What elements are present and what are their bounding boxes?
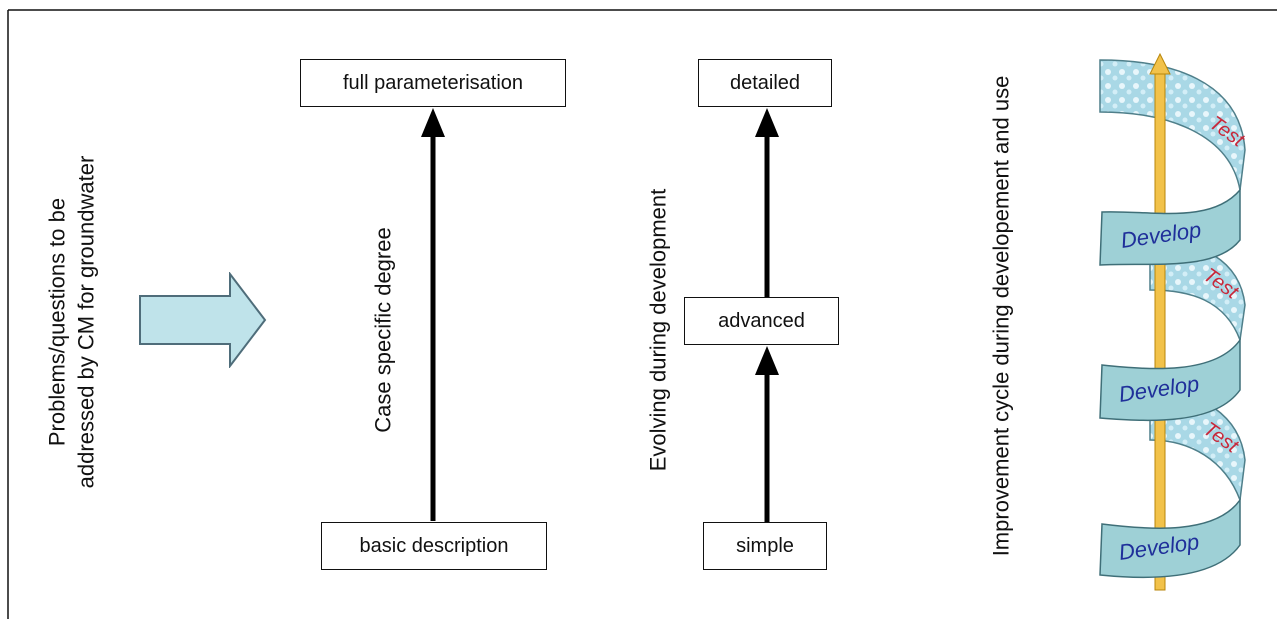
detailed-text: detailed <box>729 71 801 94</box>
pole <box>1154 69 1166 591</box>
problems-label: Problems/questions to be addressed by CM… <box>43 156 100 489</box>
block-arrow-shape <box>139 272 267 368</box>
simple-text: simple <box>736 534 794 557</box>
problems-label-line1: Problems/questions to be <box>44 197 70 447</box>
ribbon-develop-1 <box>1099 187 1241 266</box>
evolving-label: Evolving during development <box>645 188 671 472</box>
right-block-arrow <box>139 272 267 368</box>
improvement-cycle-label: Improvement cycle during developement an… <box>988 75 1014 557</box>
full-parameterisation-text: full parameterisation <box>342 71 524 94</box>
pole-arrowhead <box>1149 52 1171 75</box>
ribbon-develop-3 <box>1099 497 1241 579</box>
simple-to-advanced-arrow <box>755 346 779 522</box>
detailed-box: detailed <box>698 59 832 107</box>
degree-arrow <box>421 108 445 521</box>
problems-label-line2: addressed by CM for groundwater <box>73 155 98 489</box>
case-specific-degree-label: Case specific degree <box>370 227 396 433</box>
advanced-text: advanced <box>718 309 805 332</box>
basic-description-box: basic description <box>321 522 547 570</box>
full-parameterisation-box: full parameterisation <box>300 59 566 107</box>
advanced-to-detailed-arrow <box>755 108 779 297</box>
basic-description-text: basic description <box>359 534 509 557</box>
advanced-box: advanced <box>684 297 839 345</box>
spiral-illustration: Test Test Test Develop Develop Develop <box>1099 52 1249 591</box>
ribbon-develop-2 <box>1099 337 1241 422</box>
simple-box: simple <box>703 522 827 570</box>
